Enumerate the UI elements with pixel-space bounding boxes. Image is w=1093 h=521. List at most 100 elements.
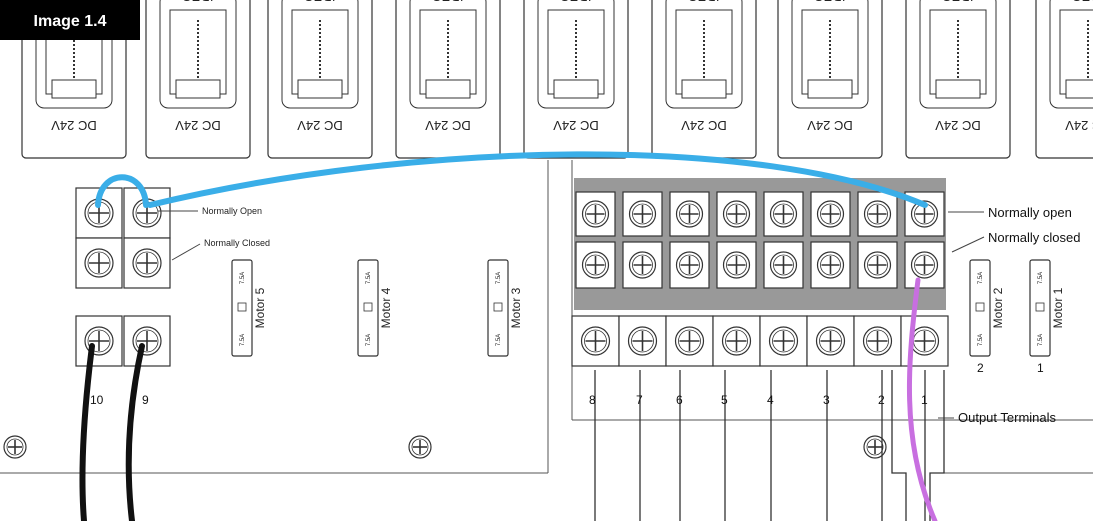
fuse: 7.5A 7.5A Motor 1 1 [1029,259,1065,375]
left-normally-closed-label: Normally Closed [204,238,270,248]
screw-terminal [721,326,752,356]
screw-terminal [909,326,940,356]
screw-terminal [769,200,798,228]
fuse: 7.5A 7.5A Motor 2 2 [969,259,1005,375]
screw-terminal [84,248,114,278]
fuse-row: 7.5A 7.5A Motor 5 7.5A 7.5A Motor 4 7.5A 7.5A Mo… [231,259,1065,375]
motor-label: Motor 2 [991,287,1005,328]
screw-terminal [815,326,846,356]
output-notch [891,370,945,521]
relay-brand: IDEC [304,0,335,4]
screw-terminal [3,435,27,459]
screw-terminal [675,251,704,279]
right-block-labels: Normally open Normally closed Output Ter… [938,205,1080,425]
relay-brand: IDEC [432,0,463,4]
output-terminal-number: 6 [676,393,683,407]
output-terminal-number: 7 [636,393,643,407]
fuse-rating: 7.5A [496,334,502,346]
screw-terminal [910,200,939,228]
left-terminal-number: 9 [142,393,149,407]
mounting-screws [3,435,887,459]
relay: IDEC DC 24V [267,0,373,159]
fuse-rating: 7.5A [496,272,502,284]
relay: IDEC DC 24V [523,0,629,159]
screw-terminal [910,251,939,279]
screw-terminal [722,251,751,279]
relay-brand: IDEC [814,0,845,4]
screw-terminal [581,200,610,228]
relay: IDEC DC 24V [651,0,757,159]
screw-terminal [132,326,162,356]
output-terminal-number: 4 [767,393,774,407]
fuse-rating: 7.5A [1038,334,1044,346]
output-terminal-number: 1 [921,393,928,407]
left-terminal-number: 10 [90,393,104,407]
left-block-labels: Normally Open Normally Closed 10 9 [90,206,270,407]
screw-terminal [768,326,799,356]
screw-terminal [628,200,657,228]
fuse-rating: 7.5A [240,334,246,346]
motor-label: Motor 3 [509,287,523,328]
panel-lines [0,160,1093,474]
fuse: 7.5A 7.5A Motor 4 [357,259,393,357]
output-terminal-number: 8 [589,393,596,407]
fuse-rating: 7.5A [366,334,372,346]
relay-voltage-label: DC 24V [175,118,221,133]
screw-terminal [816,251,845,279]
motor-number: 1 [1037,361,1044,375]
screw-terminal [816,200,845,228]
motor-label: Motor 5 [253,287,267,328]
screw-terminal [675,200,704,228]
screw-terminal [722,200,751,228]
wires [79,151,938,521]
screw-terminal [132,248,162,278]
screw-terminal [628,251,657,279]
output-terminal-number: 2 [878,393,885,407]
output-terminal-number: 5 [721,393,728,407]
figure-badge: Image 1.4 [34,13,107,30]
output-terminal-number: 3 [823,393,830,407]
relay: IDEC DC 24V [145,0,251,159]
screw-terminal [863,200,892,228]
motor-label: Motor 1 [1051,287,1065,328]
relay-brand: IDEC [942,0,973,4]
terminal-cell [665,315,714,367]
relay-brand: IDEC [688,0,719,4]
relay: IDECDC 24V [777,0,883,159]
screw-terminal [581,251,610,279]
screw-terminal [862,326,893,356]
screw-terminal [408,435,432,459]
fuse-rating: 7.5A [240,272,246,284]
black-wire [125,343,145,521]
screw-terminal [627,326,658,356]
relay-row: IDEC DC 24V IDEC DC 24V IDEC DC 24V IDEC DC 24V… [21,0,1093,159]
relay: IDECDC 24V [395,0,501,159]
motor-label: Motor 4 [379,287,393,328]
figure-badge-bg [0,0,140,40]
relay-voltage-label: DC 24V [681,118,727,133]
relay-voltage-label: DC 24V [51,118,97,133]
output-drop-lines: 8 7 6 5 4 3 2 1 [589,370,945,521]
blue-wire [147,151,928,208]
relay-voltage-label: DC 24V [297,118,343,133]
relay-voltage-label: DC 24V [1065,118,1093,133]
screw-terminal [769,251,798,279]
relay: IDECDC 24V [1035,0,1093,159]
relay-voltage-label: DC 24V [553,118,599,133]
black-wire [79,343,95,521]
fuse-rating: 7.5A [366,272,372,284]
relay-voltage-label: DC 24V [935,118,981,133]
fuse-rating: 7.5A [978,334,984,346]
screw-terminal [863,435,887,459]
fuse-rating: 7.5A [978,272,984,284]
right-terminal-block [571,178,949,367]
fuse-rating: 7.5A [1038,272,1044,284]
left-terminal-block [75,187,171,367]
relay-brand: IDEC [182,0,213,4]
motor-number: 2 [977,361,984,375]
relay-brand: IDEC [560,0,591,4]
purple-wire [906,277,938,521]
fuse: 7.5A 7.5A Motor 5 [231,259,267,357]
relay: IDEC DC 24V [905,0,1011,159]
